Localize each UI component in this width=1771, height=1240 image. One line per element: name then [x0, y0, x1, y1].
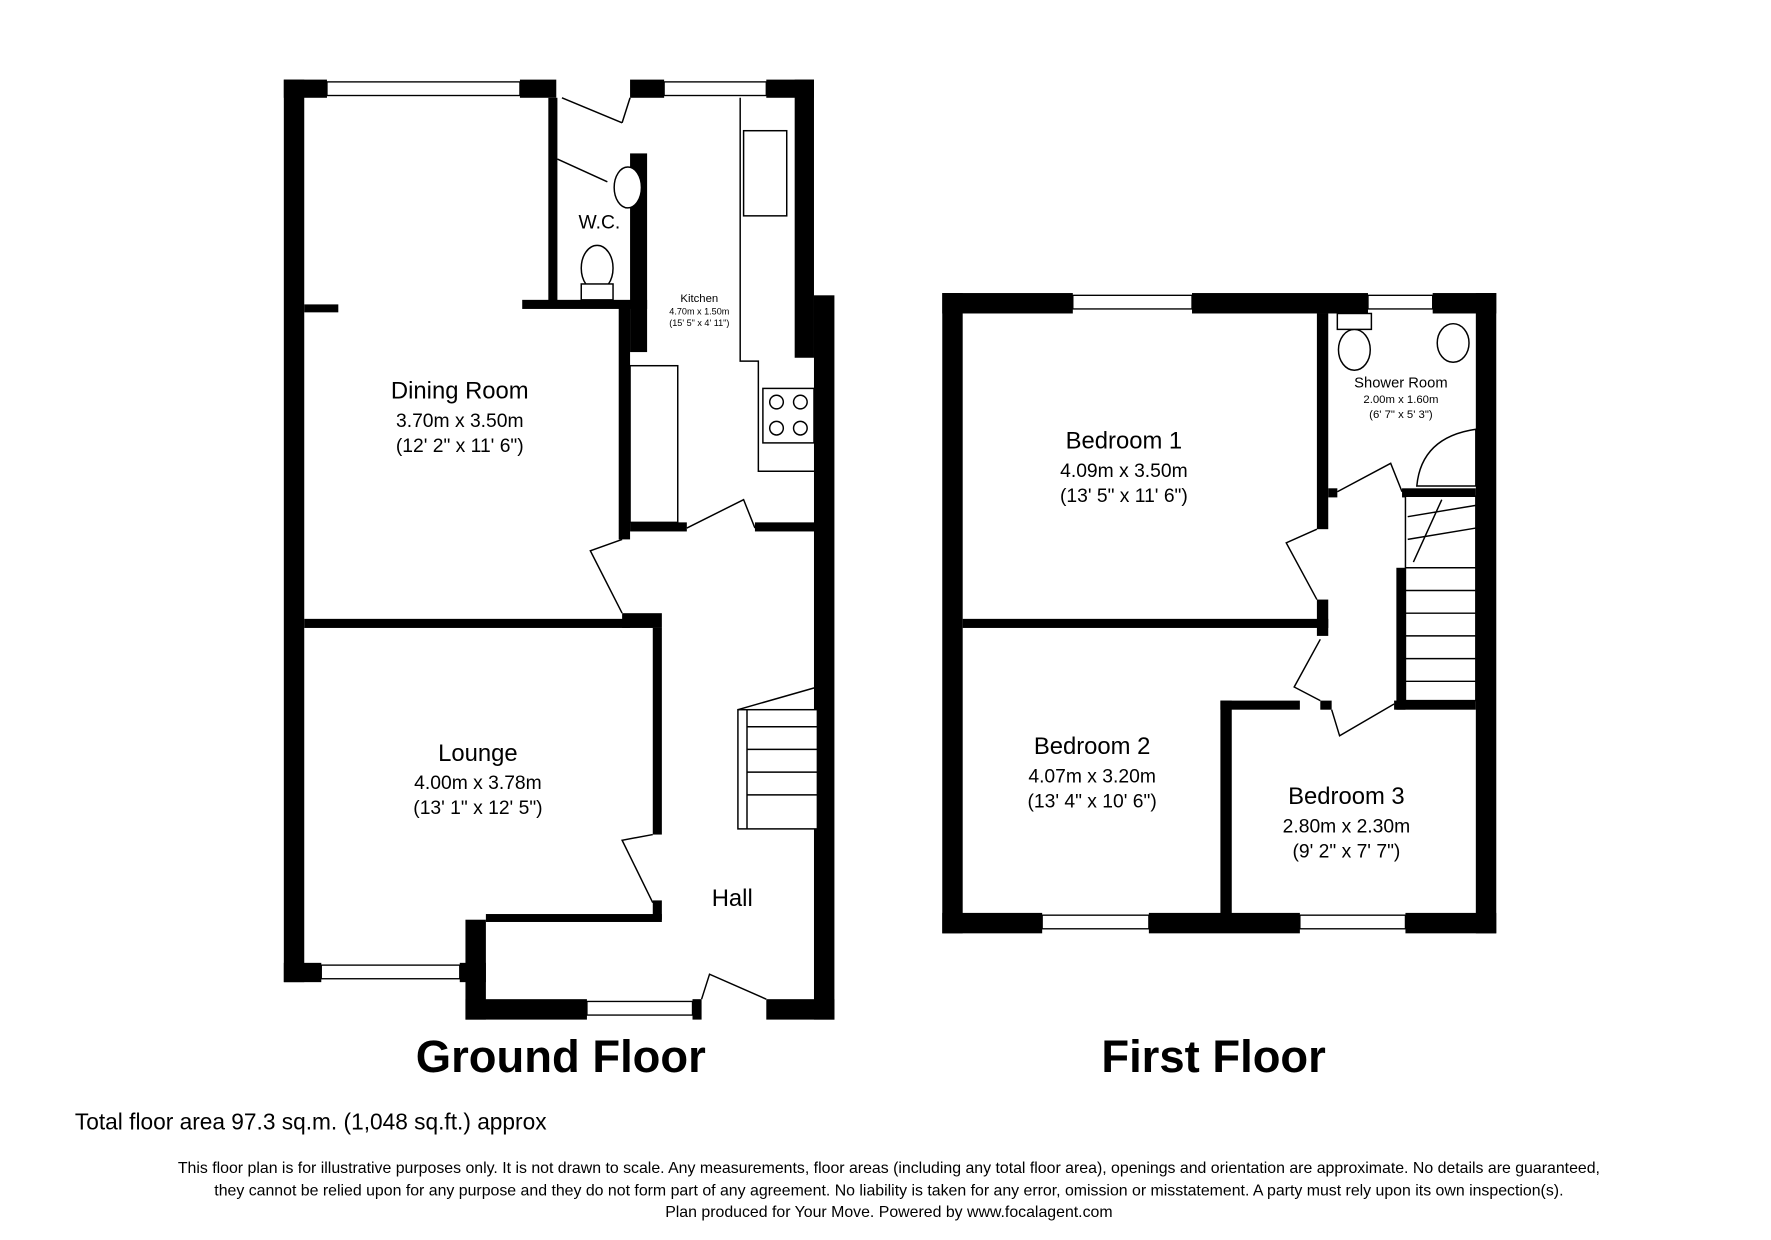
window	[1367, 294, 1434, 310]
staircase	[737, 686, 819, 830]
room-name: Lounge	[438, 740, 518, 767]
sink-icon	[742, 129, 788, 217]
room-name: Hall	[712, 885, 753, 912]
room-name: W.C.	[579, 212, 621, 233]
door	[621, 833, 654, 904]
door	[1330, 703, 1395, 737]
door	[686, 498, 756, 529]
room-size-imperial: (6' 7" x 5' 3")	[1369, 409, 1433, 421]
total-floor-area: Total floor area 97.3 sq.m. (1,048 sq.ft…	[75, 1109, 547, 1135]
disclaimer-line: This floor plan is for illustrative purp…	[178, 1160, 1600, 1177]
door	[557, 158, 608, 183]
window	[1072, 294, 1193, 310]
toilet-icon	[1337, 328, 1371, 371]
window	[586, 1000, 694, 1016]
room-size-imperial: (15' 5" x 4' 11")	[669, 318, 729, 328]
door	[589, 538, 623, 614]
room-name: Dining Room	[391, 378, 529, 405]
room-size-metric: 4.70m x 1.50m	[669, 307, 729, 317]
door	[1285, 528, 1318, 600]
staircase	[1404, 495, 1477, 702]
first-floor-title: First Floor	[1101, 1031, 1326, 1082]
room-name: Shower Room	[1354, 375, 1447, 391]
room-size-imperial: (13' 1" x 12' 5")	[413, 798, 542, 819]
credit-line: Plan produced for Your Move. Powered by …	[665, 1204, 1112, 1221]
basin-icon	[1436, 322, 1470, 364]
basin-icon	[613, 166, 643, 209]
room-size-imperial: (13' 5" x 11' 6")	[1060, 486, 1188, 507]
ground-floor-title: Ground Floor	[416, 1031, 706, 1082]
door	[1336, 462, 1403, 493]
door	[561, 97, 631, 124]
shower-icon	[1415, 428, 1477, 487]
front-door	[700, 973, 767, 1000]
room-name: Kitchen	[680, 293, 718, 305]
room-size-metric: 4.00m x 3.78m	[414, 773, 542, 794]
unit	[629, 364, 679, 524]
room-size-metric: 3.70m x 3.50m	[396, 411, 524, 432]
room-name: Bedroom 1	[1066, 428, 1183, 455]
room-size-imperial: (13' 4" x 10' 6")	[1027, 791, 1156, 812]
window	[1299, 914, 1407, 930]
hob-icon	[762, 387, 815, 444]
room-size-metric: 2.80m x 2.30m	[1283, 816, 1411, 837]
room-size-metric: 4.07m x 3.20m	[1028, 766, 1156, 787]
room-size-metric: 4.09m x 3.50m	[1060, 461, 1188, 482]
ground-floor-plan: Dining Room 3.70m x 3.50m (12' 2" x 11' …	[283, 79, 835, 1020]
room-name: Bedroom 3	[1288, 783, 1405, 810]
room-size-metric: 2.00m x 1.60m	[1363, 394, 1438, 406]
first-floor-plan: Bedroom 1 4.09m x 3.50m (13' 5" x 11' 6"…	[942, 293, 1497, 934]
disclaimer-line: they cannot be relied upon for any purpo…	[214, 1183, 1563, 1200]
room-size-imperial: (12' 2" x 11' 6")	[396, 436, 524, 457]
window	[1041, 914, 1150, 930]
window	[326, 81, 521, 97]
window	[663, 81, 767, 97]
window	[320, 964, 461, 980]
room-size-imperial: (9' 2" x 7' 7")	[1292, 841, 1400, 862]
door	[1293, 638, 1321, 702]
room-name: Bedroom 2	[1034, 733, 1151, 760]
